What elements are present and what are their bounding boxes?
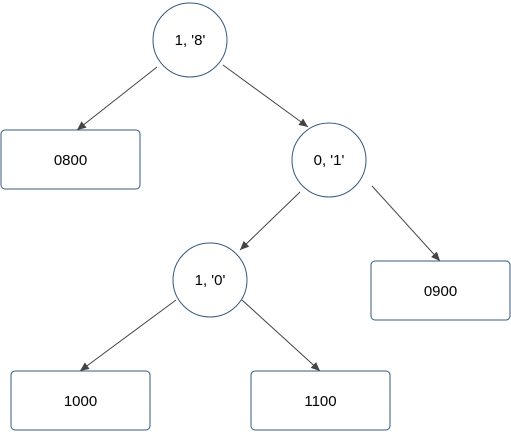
node-label: 1, '8' xyxy=(175,32,206,49)
edge-n4-n7 xyxy=(241,299,321,372)
leaf-label: 0800 xyxy=(54,152,87,169)
node-label: 0, '1' xyxy=(314,152,345,169)
tree-node-1-0: 1, '0' xyxy=(172,242,248,318)
tree-leaf-0900: 0900 xyxy=(370,260,511,321)
edge-n3-n4 xyxy=(239,191,301,251)
node-label: 1, '0' xyxy=(195,272,226,289)
tree-node-root: 1, '8' xyxy=(152,2,228,78)
edge-n3-n5 xyxy=(371,185,441,262)
leaf-label: 0900 xyxy=(424,283,457,300)
leaf-label: 1000 xyxy=(64,393,97,410)
edge-n1-n3 xyxy=(222,64,309,128)
tree-leaf-0800: 0800 xyxy=(0,129,141,190)
leaf-label: 1100 xyxy=(304,393,336,410)
tree-leaf-1100: 1100 xyxy=(250,370,391,431)
tree-leaf-1000: 1000 xyxy=(10,370,151,431)
tree-node-0-1: 0, '1' xyxy=(291,122,367,198)
edge-n4-n6 xyxy=(79,299,177,372)
edge-n1-n2 xyxy=(76,66,158,131)
